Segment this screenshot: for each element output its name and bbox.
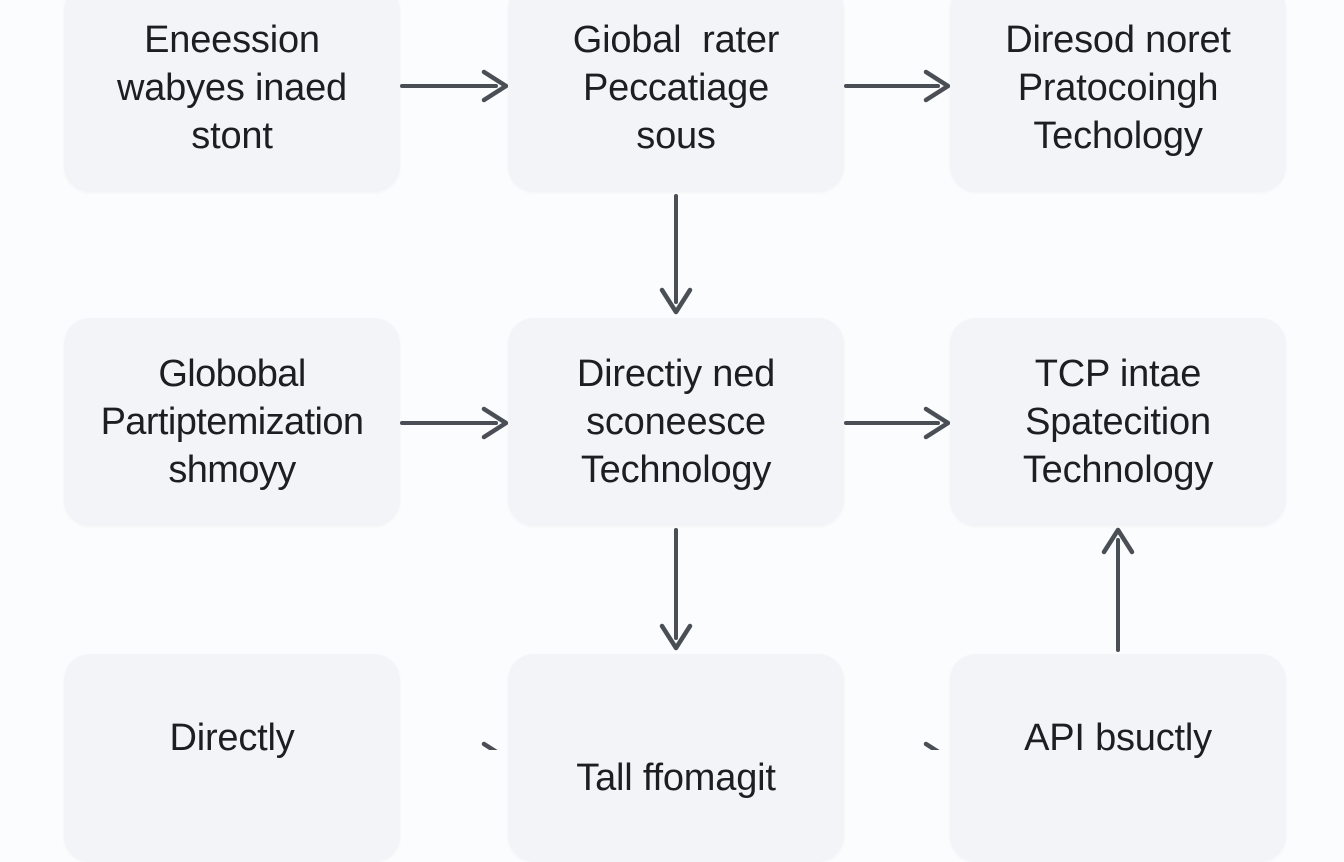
node-text-line: Tall ffomagit <box>576 757 776 799</box>
node-directiy-ned: Directiy ned sconeesce Technology <box>508 318 844 526</box>
node-eneession: Eneession wabyes inaed stont <box>64 0 400 192</box>
node-text-line: Directly <box>169 717 295 759</box>
arrow-n2-n3 <box>844 69 951 103</box>
node-globobal: Globobal Partiptemization shmoyy <box>64 318 400 526</box>
node-text-line: shmoyy <box>168 449 296 491</box>
arrow-n5-n6 <box>844 406 951 440</box>
arrow-n7-n8 <box>481 741 498 750</box>
node-text-line: Giobal rater <box>572 19 780 61</box>
arrow-n4-n5 <box>400 406 509 440</box>
node-text-line: Diresod noret <box>1005 19 1231 61</box>
arrow-n5-n8 <box>659 528 693 651</box>
node-text-line: Technology <box>1022 449 1214 491</box>
node-text-line: Pratocoingh <box>1017 67 1219 109</box>
node-text-line: wabyes inaed <box>117 67 347 109</box>
node-directly: Directly <box>64 654 400 862</box>
node-text-line: Directiy ned <box>576 353 776 395</box>
node-text-line: Technology <box>580 449 772 491</box>
arrow-n8-n9 <box>923 741 940 750</box>
node-tall-ffomagit: Tall ffomagit <box>508 654 844 862</box>
arrow-n9-n6 <box>1101 527 1135 652</box>
node-text-line: TCP intae <box>1034 353 1202 395</box>
connector-layer <box>400 69 1135 750</box>
node-text-line: sconeesce <box>586 401 766 443</box>
node-api-bsuctly: API bsuctly <box>950 654 1286 862</box>
node-text-line: Techology <box>1033 115 1203 157</box>
node-text-line: Peccatiage <box>582 67 769 109</box>
node-diresod-noret: Diresod noret Pratocoingh Techology <box>950 0 1286 192</box>
node-text-line: Partiptemization <box>100 401 364 443</box>
node-giobal-rater: Giobal rater Peccatiage sous <box>508 0 844 192</box>
arrow-n1-n2 <box>400 69 509 103</box>
flow-diagram: Eneession wabyes inaed stont Giobal rate… <box>64 0 1286 799</box>
node-text-line: Spatecition <box>1025 401 1211 443</box>
node-text-line: API bsuctly <box>1024 717 1212 759</box>
arrow-n2-n5 <box>659 194 693 315</box>
node-text-line: stont <box>191 115 273 157</box>
node-text-line: Globobal <box>158 353 306 395</box>
node-text-line: sous <box>636 115 716 157</box>
node-text-line: Eneession <box>144 19 320 61</box>
node-tcp-intae: TCP intae Spatecition Technology <box>950 318 1286 526</box>
